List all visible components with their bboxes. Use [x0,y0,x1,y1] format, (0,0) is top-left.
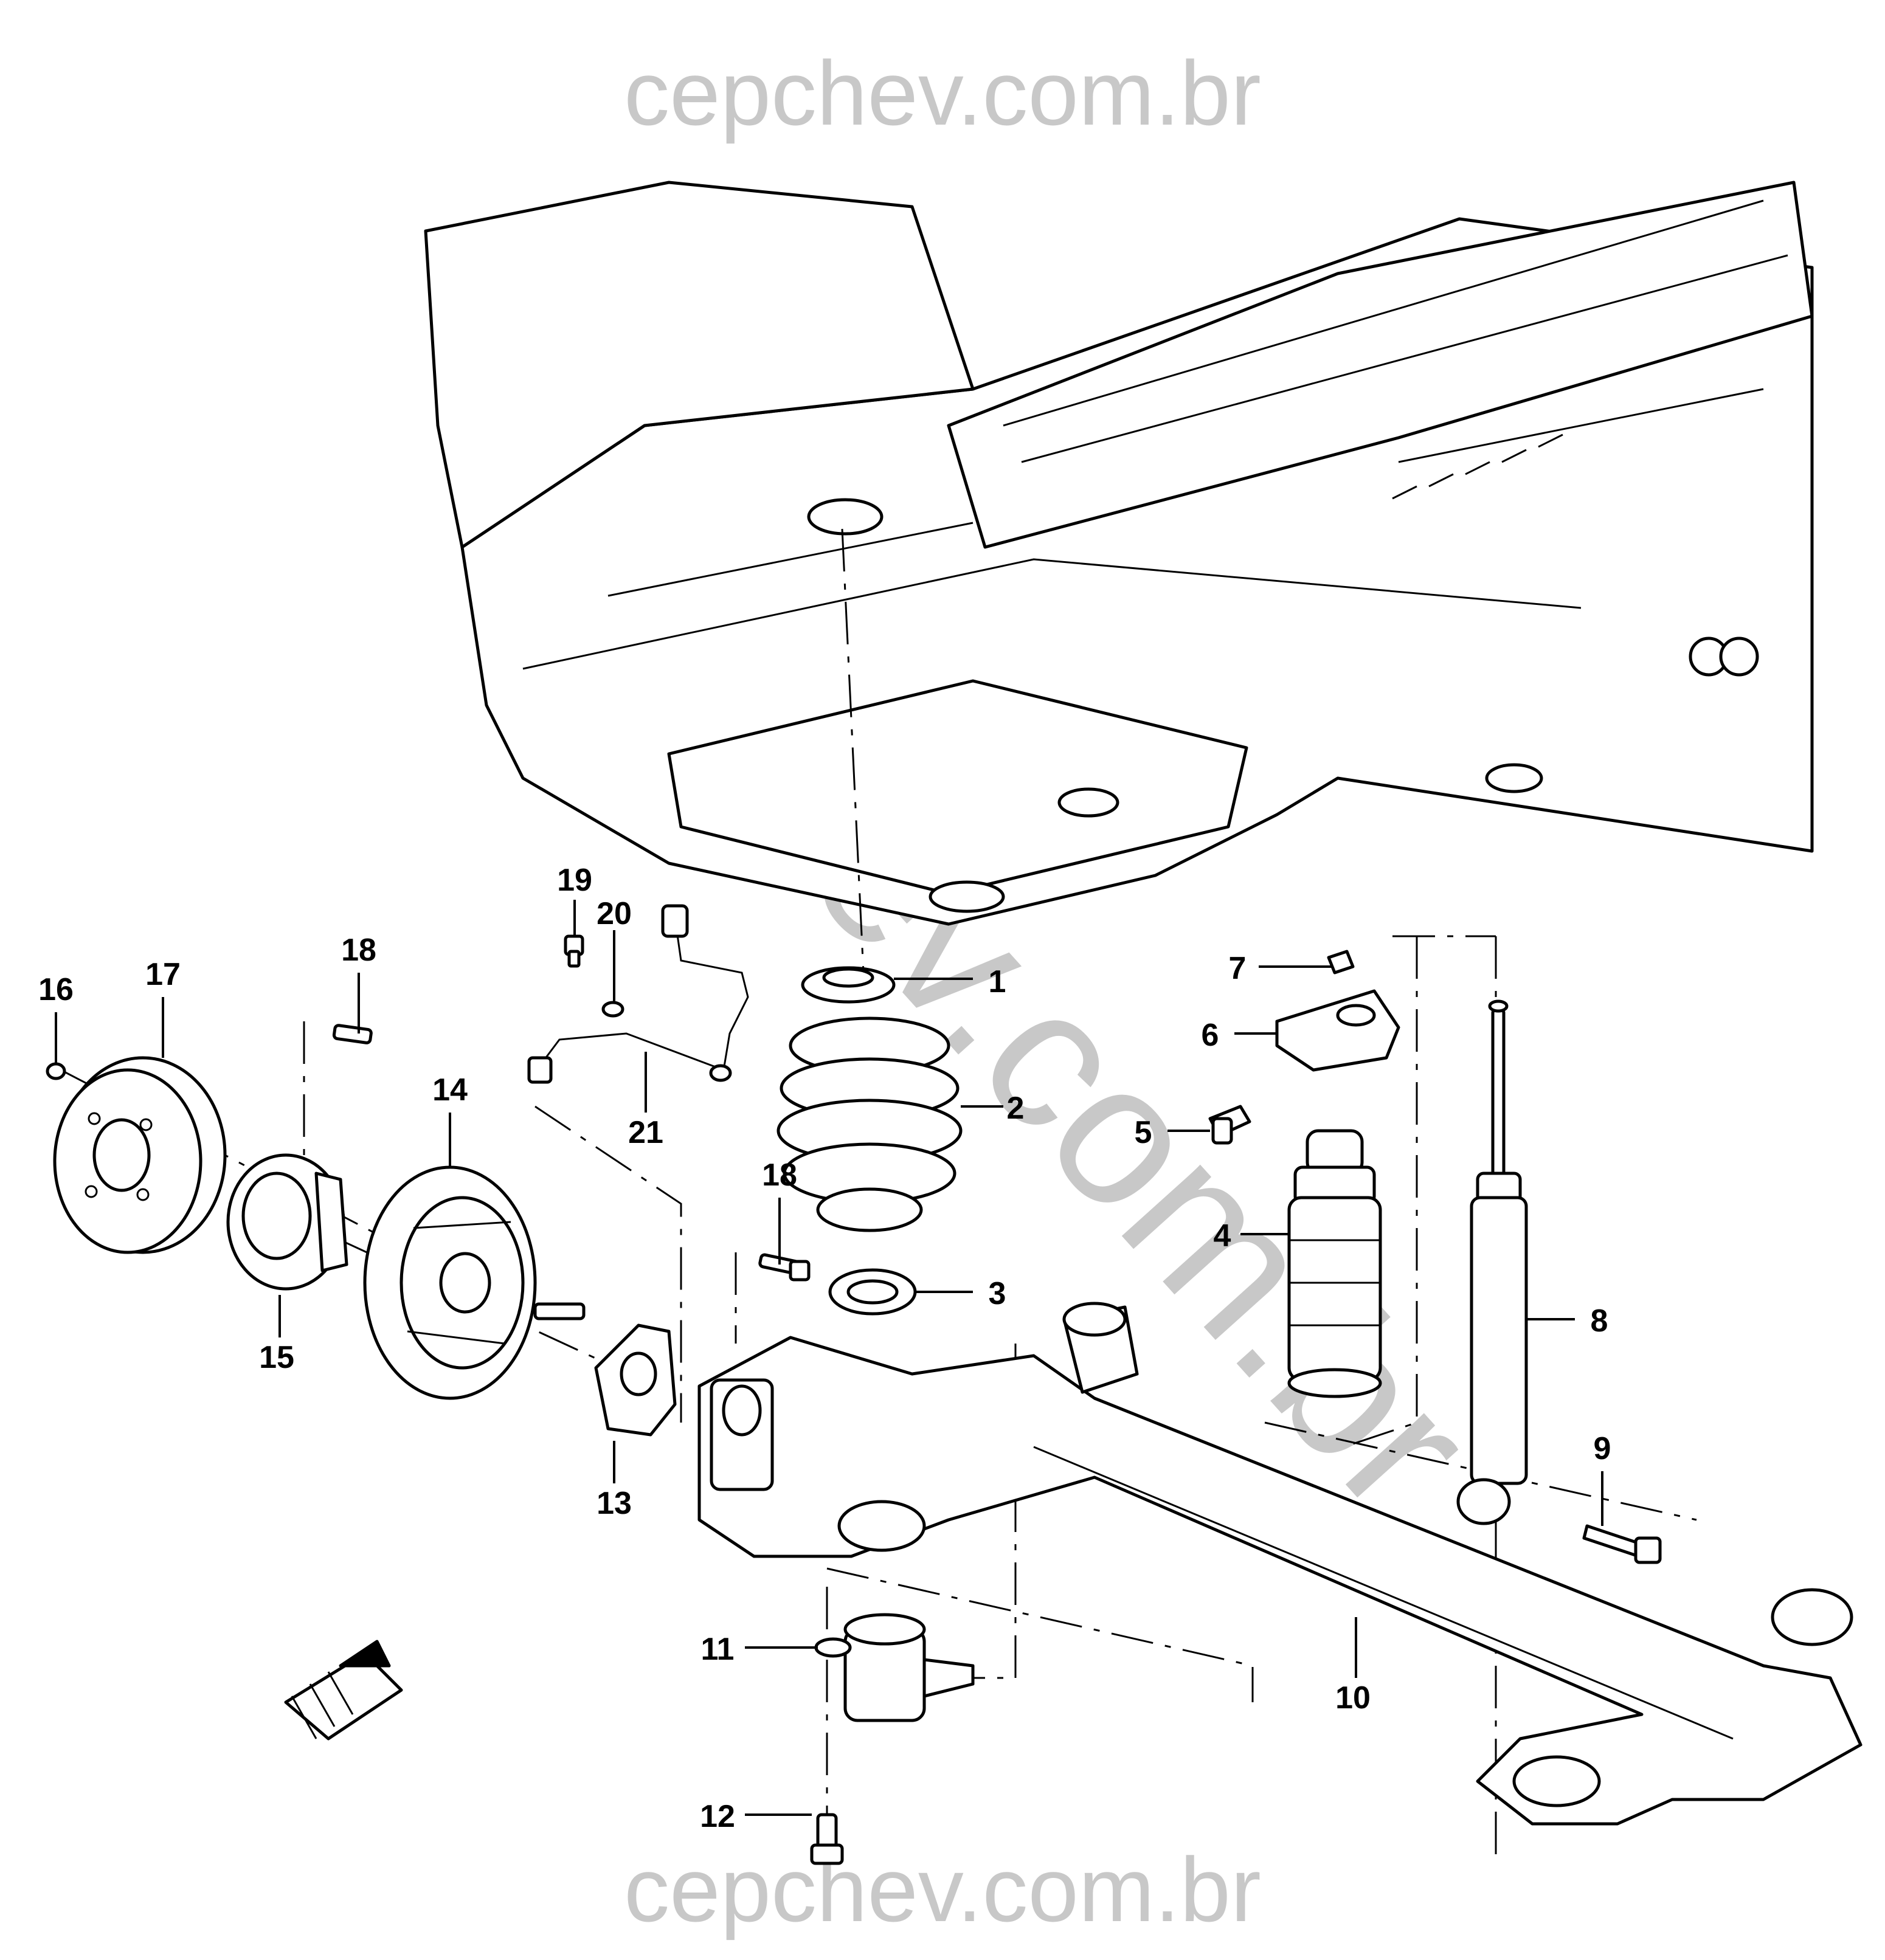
callout-14: 14 [432,1072,468,1108]
leader-lines [55,900,1603,1816]
abs-sensor-harness [527,904,749,1084]
callout-16: 16 [38,972,74,1007]
callout-18-lower: 18 [762,1158,797,1193]
watermark-bottom: cepchev.com.br [624,1838,1261,1941]
clip-20 [601,1001,624,1018]
callout-10: 10 [1335,1680,1371,1716]
callout-20: 20 [597,896,632,931]
rear-axle-beam [697,1302,1863,1826]
callout-6: 6 [1202,1018,1219,1053]
axle-bushing [814,1613,975,1722]
upper-shock-mount [1275,989,1400,1072]
bolt-9 [1582,1524,1662,1564]
spring-upper-insulator [801,966,896,1004]
bolt-18-lower [758,1253,811,1282]
bolt-12 [810,1813,844,1865]
callout-15: 15 [259,1340,294,1375]
wheel-hub-bearing [226,1153,348,1291]
bolt-5 [1208,1105,1251,1145]
shock-absorber [1456,999,1528,1525]
callout-3: 3 [989,1276,1006,1311]
callouts: 1 2 3 4 5 6 7 8 9 10 11 12 13 14 15 16 1… [38,863,1611,1834]
watermark-top: cepchev.com.br [624,42,1261,144]
callout-7: 7 [1229,951,1247,986]
callout-5: 5 [1135,1115,1152,1150]
vehicle-underbody [424,181,1814,926]
callout-19: 19 [557,863,592,898]
callout-13: 13 [597,1486,632,1521]
callout-17: 17 [145,957,181,992]
hub-adapter-plate [594,1323,677,1437]
callout-18-upper: 18 [341,933,376,968]
nut-7 [1327,950,1355,975]
callout-9: 9 [1594,1431,1611,1466]
callout-21: 21 [628,1115,663,1150]
callout-11: 11 [701,1632,735,1667]
shock-dust-boot [1287,1129,1382,1398]
coil-spring [776,1016,963,1232]
brake-backing-plate [363,1165,586,1400]
brake-drum [53,1056,227,1254]
bolt-19 [564,934,584,968]
callout-8: 8 [1591,1303,1608,1339]
callout-1: 1 [989,964,1006,999]
callout-2: 2 [1007,1091,1025,1126]
callout-12: 12 [700,1799,735,1834]
wheel-stud-18-upper [332,1024,373,1044]
spring-lower-insulator [828,1268,917,1316]
callout-4: 4 [1214,1218,1231,1254]
screw-16 [46,1062,66,1080]
front-direction-arrow-icon [284,1640,403,1741]
